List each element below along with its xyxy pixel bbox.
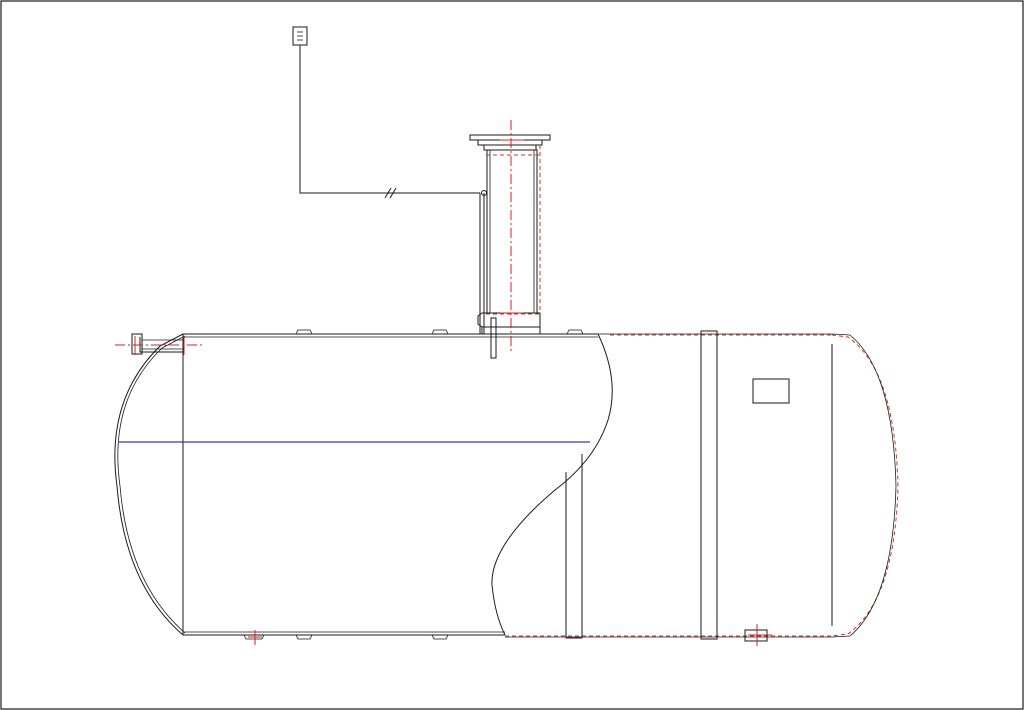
bottom-center-marks: [248, 624, 772, 646]
right-head-outline: [831, 333, 897, 638]
vent-nozzle: [115, 333, 202, 355]
support-strap-1: [565, 454, 583, 639]
bottom-lugs: [243, 629, 768, 642]
left-head: [114, 333, 184, 636]
sensor-cable: [299, 45, 487, 334]
left-head-inner: [117, 335, 186, 634]
tank-shell: [114, 333, 899, 638]
level-gauge-icon: [292, 26, 308, 46]
break-line: [491, 333, 613, 636]
support-strap-2: [700, 330, 718, 640]
right-head: [831, 334, 899, 637]
top-lugs: [295, 329, 584, 335]
nameplate: [752, 378, 790, 404]
manhole-riser: [469, 120, 551, 359]
